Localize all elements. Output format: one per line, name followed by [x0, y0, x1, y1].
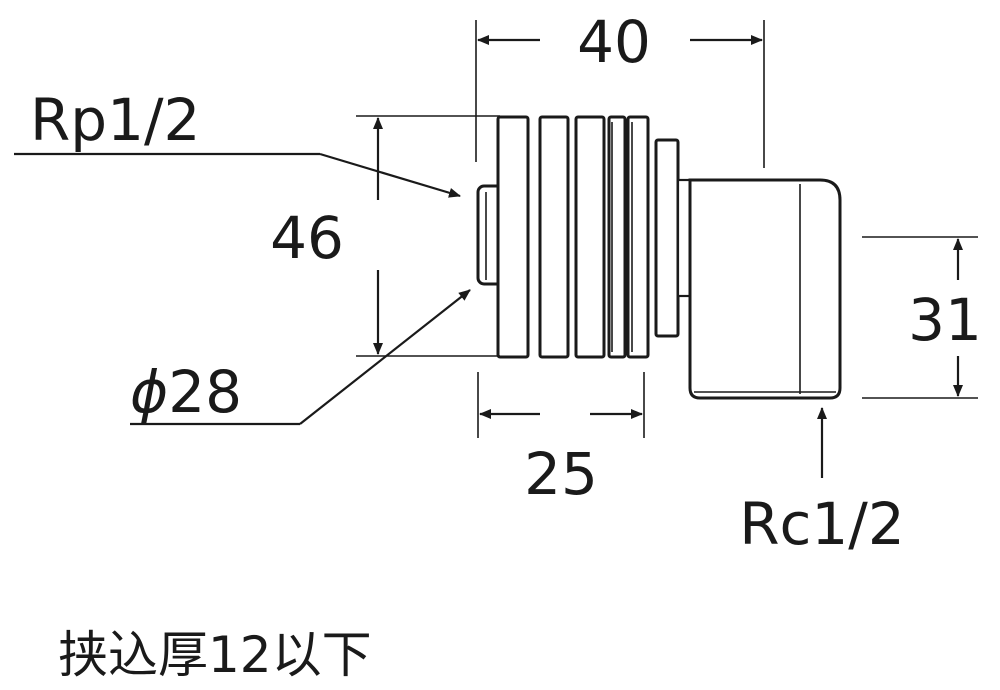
dim-outlet-height: 31: [862, 236, 982, 399]
leader-diameter: ϕ28: [130, 289, 471, 426]
diameter-symbol: ϕ: [130, 358, 168, 426]
leader-inlet-thread: Rp1/2: [14, 86, 461, 198]
dim-31-label: 31: [908, 286, 982, 354]
fin-3: [574, 115, 606, 359]
dim-46-label: 46: [270, 204, 344, 272]
inlet-thread-label: Rp1/2: [30, 86, 200, 154]
lock-nut: [654, 138, 680, 338]
diameter-value: 28: [168, 358, 242, 426]
dim-body-length: 25: [477, 372, 645, 508]
fin-1: [496, 115, 530, 359]
clamp-thickness-note: 挟込厚12以下: [58, 626, 372, 684]
elbow-body: [688, 178, 842, 400]
fin-2: [538, 115, 570, 359]
dim-40-label: 40: [577, 8, 651, 76]
leader-outlet-thread: Rc1/2: [739, 407, 905, 558]
diameter-label: ϕ28: [130, 358, 242, 426]
dim-25-label: 25: [524, 440, 598, 508]
fin-4: [607, 115, 627, 359]
fitting-drawing: [476, 115, 842, 400]
dim-outer-height: 46: [270, 115, 500, 357]
fin-5: [626, 115, 650, 359]
outlet-thread-label: Rc1/2: [739, 490, 905, 558]
washer: [676, 178, 692, 298]
dim-overall-length: 40: [475, 8, 765, 168]
